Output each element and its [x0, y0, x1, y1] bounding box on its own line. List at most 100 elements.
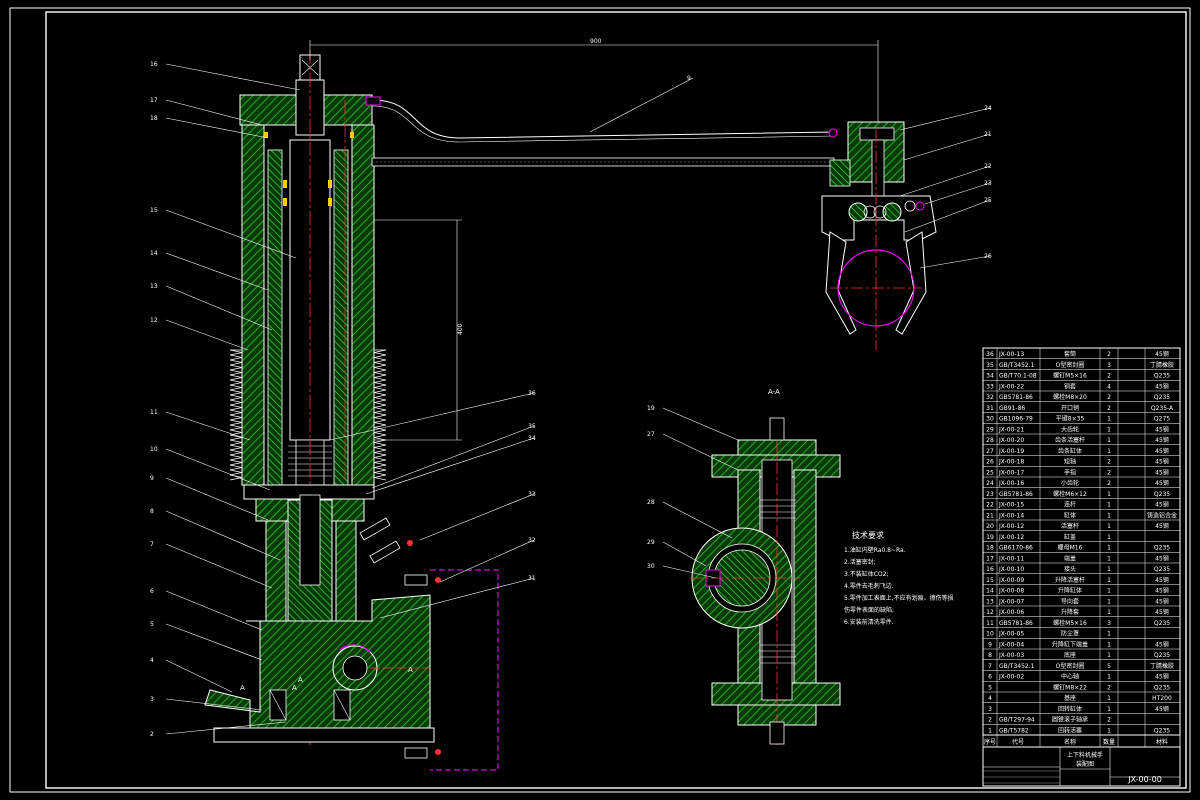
part-balloon: 35 [528, 423, 536, 430]
part-balloon: 4 [150, 657, 154, 664]
bom-cell: 1 [1107, 437, 1111, 444]
part-balloon: 18 [150, 115, 158, 122]
leader-line [589, 77, 694, 133]
leader-line [662, 565, 717, 579]
bom-header-cell: 名称 [1064, 738, 1076, 746]
leader-line [165, 590, 263, 631]
bom-cell: JX-00-21 [998, 426, 1024, 433]
bom-header-cell: 材料 [1156, 738, 1168, 746]
bom-cell: JX-00-12 [998, 523, 1024, 530]
bom-cell: 26 [986, 459, 994, 466]
section-title: A-A [768, 388, 780, 396]
bom-cell: 4 [1107, 383, 1111, 390]
bom-cell: 螺母M16 [1058, 544, 1083, 552]
part-balloon: 24 [984, 105, 992, 112]
bom-header-cell: 数量 [1103, 738, 1115, 746]
bom-cell: Q235 [1154, 545, 1170, 552]
bom-cell: GB/T297-94 [999, 717, 1035, 724]
bom-cell: 1 [1107, 523, 1111, 530]
part-balloon: 28 [647, 499, 655, 506]
bom-cell: 45钢 [1155, 673, 1169, 681]
leader-line [662, 501, 733, 539]
tech-requirements: 技术要求 1.油缸内壁Ra0.8~Ra. 2.活塞密封; 3.不装缸体CO2; … [844, 530, 954, 626]
bom-cell: 1 [1107, 695, 1111, 702]
bom-cell: 螺栓M5×16 [1053, 619, 1087, 627]
part-balloon: 36 [528, 390, 536, 397]
bom-cell: GB5781-86 [999, 620, 1033, 627]
section-marker: A [240, 684, 245, 692]
bom-cell: Q235 [1154, 620, 1170, 627]
bom-cell: 1 [1107, 727, 1111, 734]
bom-cell: 9 [988, 641, 992, 648]
bom-cell: JX-00-06 [998, 609, 1024, 616]
bom-cell: 手指 [1064, 468, 1076, 476]
bom-cell: 2 [1107, 405, 1111, 412]
bom-cell: 1 [1107, 545, 1111, 552]
bom-cell: Q235 [1154, 684, 1170, 691]
leader-line [904, 199, 991, 233]
section-marker: A [292, 684, 297, 692]
leader-line [899, 107, 991, 131]
leader-line [919, 255, 991, 269]
drawing-number: JX-00-00 [1127, 775, 1162, 784]
bom-cell: 缸体 [1064, 511, 1076, 519]
bom-cell: 升降活塞杆 [1055, 576, 1085, 584]
leader-line [924, 182, 991, 205]
bom-cell: JX-00-16 [998, 480, 1024, 487]
bom-cell: 45钢 [1155, 501, 1169, 509]
bom-cell: 底座 [1064, 651, 1076, 659]
bom-cell: 2 [1107, 373, 1111, 380]
bom-cell: 11 [986, 620, 994, 627]
bom-cell: 2 [1107, 459, 1111, 466]
bom-cell: Q235 [1154, 491, 1170, 498]
bom-cell: JX-00-14 [998, 512, 1024, 519]
tech-req-line: 4.零件去毛刺飞边. [844, 582, 894, 590]
bom-cell: 1 [1107, 416, 1111, 423]
bom-cell: 45钢 [1155, 458, 1169, 466]
bom-cell: 圆锥滚子轴承 [1052, 716, 1088, 724]
bom-cell: JX-00-12 [998, 534, 1024, 541]
tech-req-line: 3.不装缸体CO2; [844, 570, 888, 578]
bom-cell: 13 [986, 598, 994, 605]
bom-cell: 1 [1107, 588, 1111, 595]
bom-cell: 45钢 [1155, 436, 1169, 444]
bom-cell: 45钢 [1155, 382, 1169, 390]
bom-cell: 34 [986, 373, 994, 380]
bom-cell: 16 [986, 566, 994, 573]
bom-cell: 小齿轮 [1061, 479, 1079, 487]
bom-cell: 29 [986, 426, 994, 433]
bom-cell: JX-00-15 [998, 502, 1024, 509]
bom-cell: 45钢 [1155, 554, 1169, 562]
bom-cell: JX-00-03 [998, 652, 1024, 659]
section-marker: A [298, 676, 303, 684]
bom-cell: 45钢 [1155, 640, 1169, 648]
bom-cell: 1 [1107, 577, 1111, 584]
part-balloon: 17 [150, 97, 158, 104]
bom-cell: 中心轴 [1061, 673, 1079, 681]
bom-cell: 18 [986, 545, 994, 552]
bom-cell: 螺钉M8×22 [1053, 683, 1087, 691]
bom-cell: 3 [1107, 620, 1111, 627]
part-balloon: 2 [150, 731, 154, 738]
bom-cell: 1 [1107, 426, 1111, 433]
leader-line [165, 411, 251, 441]
bom-cell: 28 [986, 437, 994, 444]
bom-cell: 2 [988, 717, 992, 724]
bom-cell: 1 [1107, 674, 1111, 681]
bom-cell: JX-00-13 [998, 351, 1024, 358]
part-balloon: 22 [984, 163, 992, 170]
leader-line [662, 407, 739, 441]
bom-cell: JX-00-09 [998, 577, 1024, 584]
section-a-a: A-A [690, 388, 841, 745]
leader-line [165, 117, 269, 139]
bom-cell: 短轴 [1064, 458, 1076, 466]
part-balloon: 27 [647, 431, 655, 438]
bom-cell: Q235 [1154, 394, 1170, 401]
bom-cell: 45钢 [1155, 587, 1169, 595]
leader-line [365, 437, 535, 495]
bom-cell: 回转缸体 [1058, 705, 1082, 713]
bom-cell: JX-00-07 [998, 598, 1024, 605]
bom-cell: 1 [1107, 502, 1111, 509]
bom-header-cell: 序号 [984, 738, 996, 746]
